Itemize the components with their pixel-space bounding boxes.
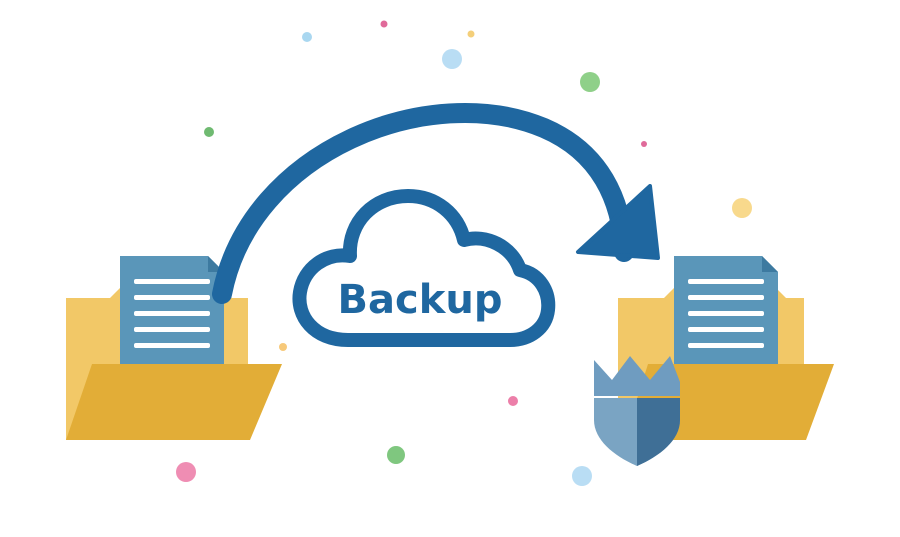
curved-arrow-icon [212, 103, 660, 304]
folder-front [66, 364, 282, 440]
dot [572, 466, 592, 486]
cloud-label: Backup [338, 277, 503, 323]
source-folder-icon [66, 256, 282, 440]
dot [176, 462, 196, 482]
document-icon [674, 256, 778, 364]
dot [442, 49, 462, 69]
dot [387, 446, 405, 464]
dot [732, 198, 752, 218]
dot [380, 20, 388, 28]
dot [204, 127, 214, 137]
cloud-icon: Backup [292, 189, 556, 347]
dot [279, 343, 287, 351]
dot [467, 30, 475, 38]
document-icon [120, 256, 224, 364]
dot [302, 32, 312, 42]
dot [580, 72, 600, 92]
decorative-dots [176, 20, 752, 486]
dot [641, 141, 647, 147]
dot [508, 396, 518, 406]
shield-icon [594, 356, 680, 466]
